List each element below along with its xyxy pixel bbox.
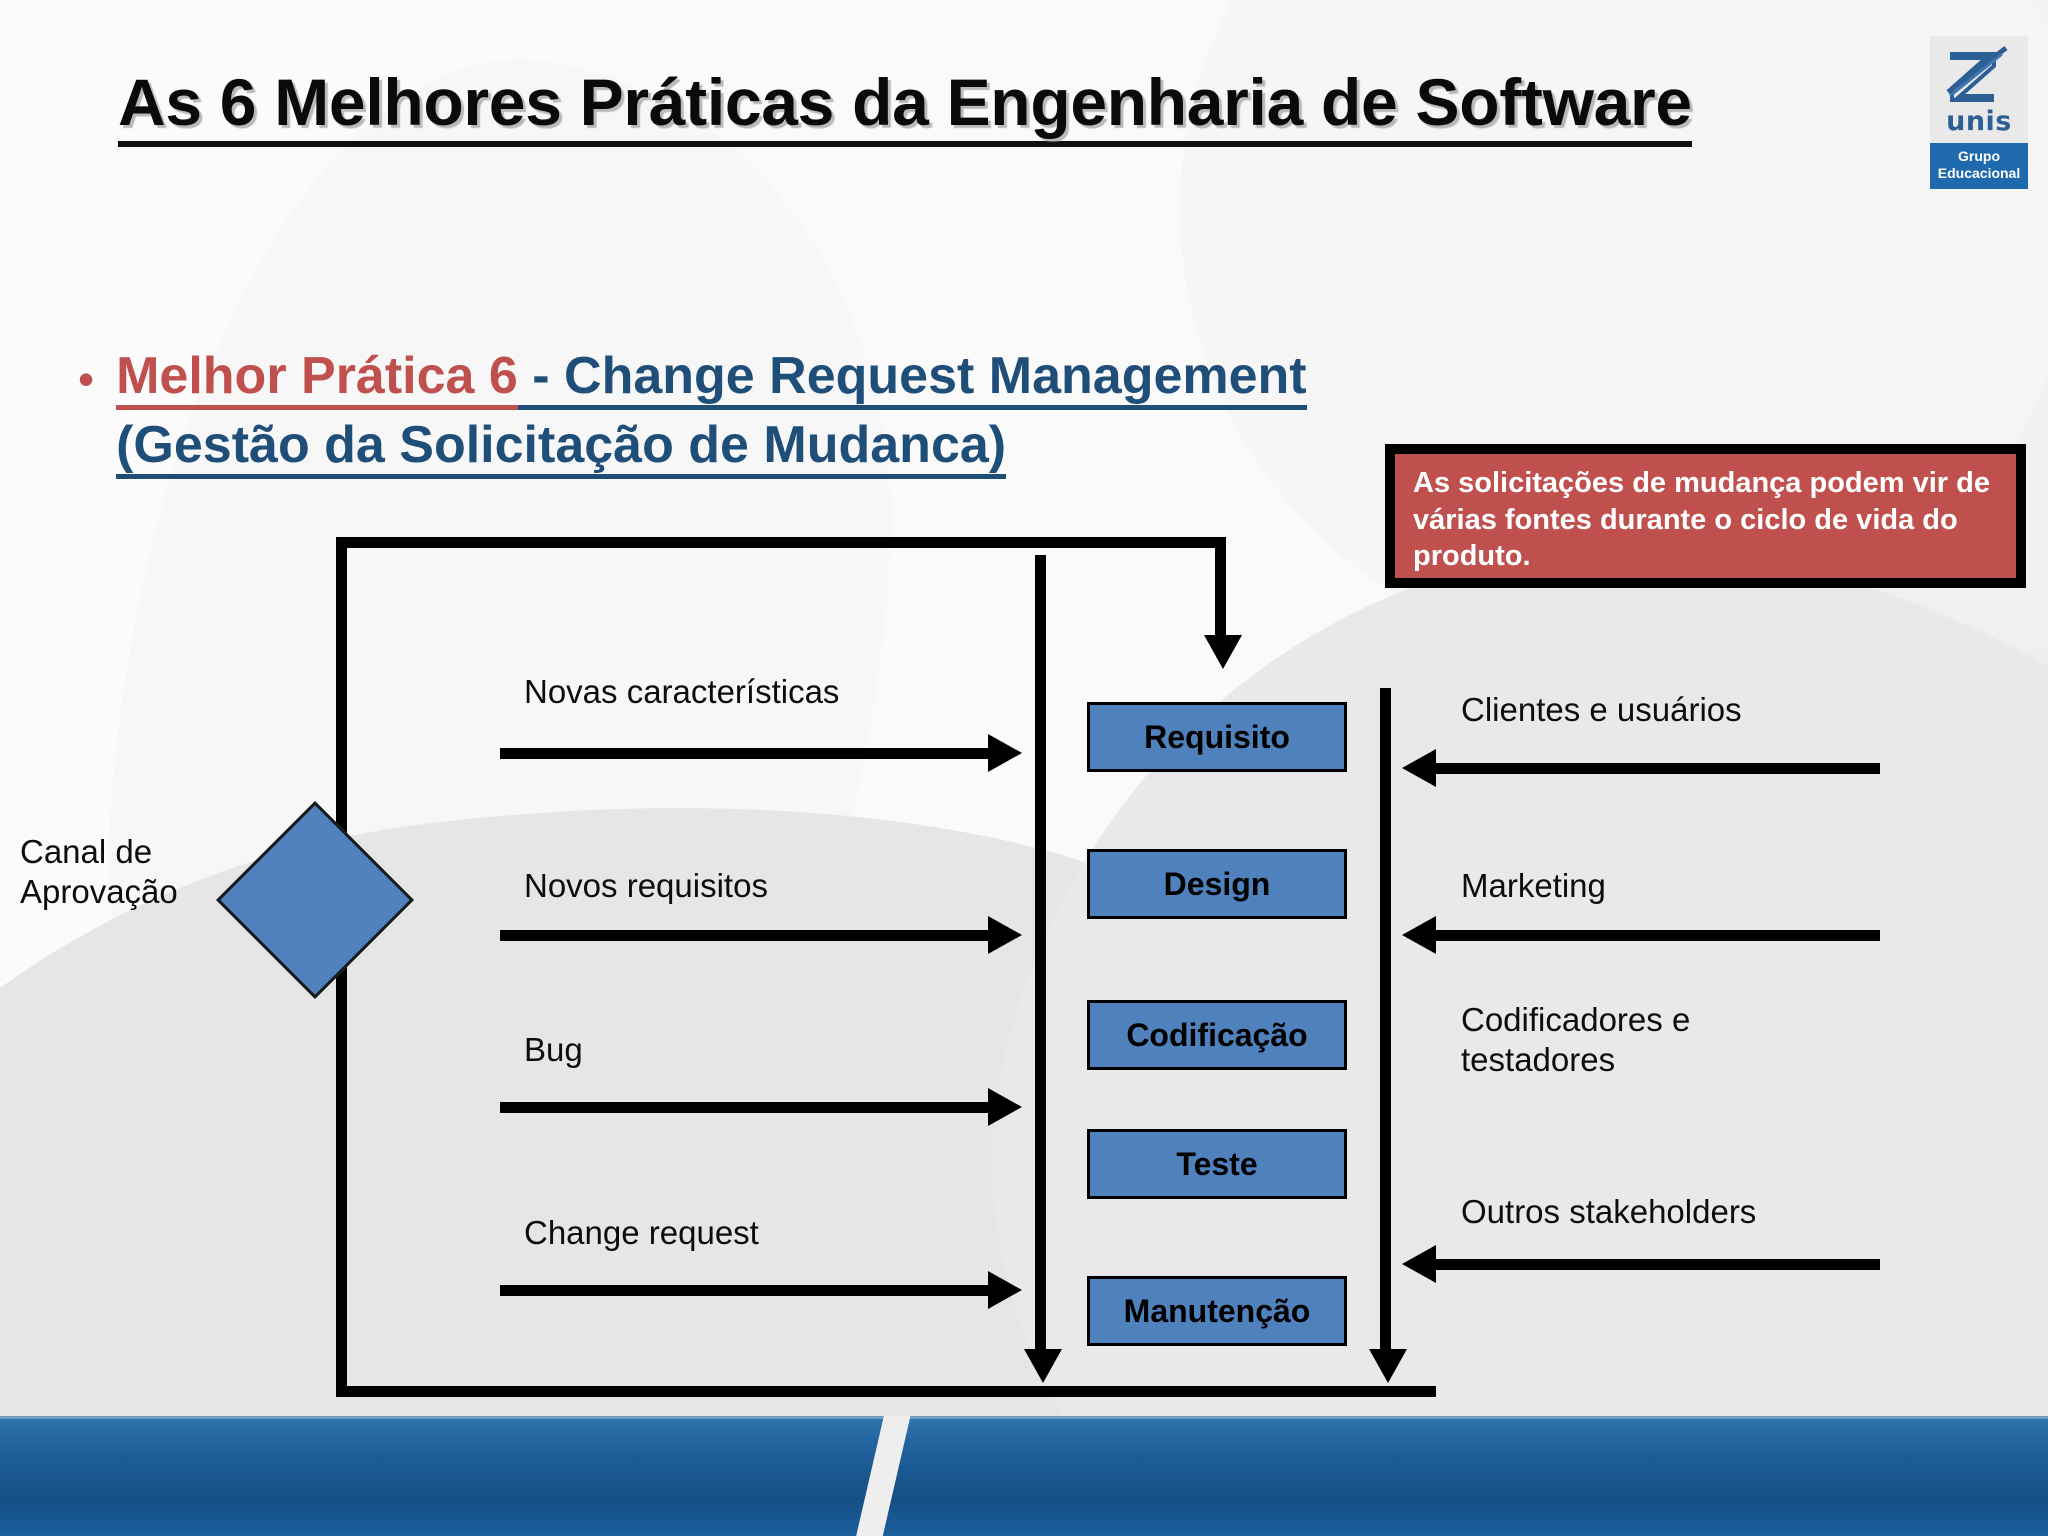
- page-title-text: As 6 Melhores Práticas da Engenharia de …: [118, 65, 1692, 147]
- right-spine-arrowhead: [1369, 1349, 1407, 1383]
- loop-bottom-line: [336, 1386, 1436, 1397]
- bullet-text: Melhor Prática 6 - Change Request Manage…: [116, 342, 1438, 479]
- source-arrow-line-1: [1435, 763, 1880, 774]
- input-arrowhead-4: [988, 1271, 1022, 1309]
- loop-left-lower-line: [336, 965, 347, 1397]
- source-label-clientes-usuarios: Clientes e usuários: [1461, 691, 1742, 728]
- process-box-teste: Teste: [1087, 1129, 1347, 1199]
- requisito-feed-arrowhead: [1204, 635, 1242, 669]
- input-label-novos-requisitos: Novos requisitos: [524, 867, 768, 904]
- unis-logo: unis Grupo Educacional: [1930, 36, 2028, 189]
- source-arrowhead-3: [1402, 1245, 1436, 1283]
- input-label-bug: Bug: [524, 1031, 583, 1068]
- logo-top-panel: unis: [1930, 36, 2028, 143]
- bullet-line: • Melhor Prática 6 - Change Request Mana…: [78, 342, 1438, 479]
- source-arrowhead-1: [1402, 749, 1436, 787]
- bullet-red-part: Melhor Prática 6: [116, 347, 518, 410]
- loop-top-line: [336, 537, 1226, 548]
- input-arrowhead-2: [988, 916, 1022, 954]
- input-arrow-line-3: [500, 1102, 990, 1113]
- input-arrowhead-1: [988, 734, 1022, 772]
- source-arrow-line-3: [1435, 1259, 1880, 1270]
- requisito-feed-line: [1215, 537, 1226, 639]
- source-arrowhead-2: [1402, 916, 1436, 954]
- input-arrowhead-3: [988, 1088, 1022, 1126]
- logo-grupo-text: Grupo: [1958, 147, 2000, 164]
- logo-bottom-band: Grupo Educacional: [1930, 142, 2028, 189]
- approval-channel-label: Canal de Aprovação: [20, 833, 178, 911]
- input-label-novas-caracteristicas: Novas características: [524, 673, 840, 710]
- source-label-outros-stakeholders: Outros stakeholders: [1461, 1193, 1757, 1230]
- input-label-change-request: Change request: [524, 1214, 759, 1251]
- process-box-codificacao: Codificação: [1087, 1000, 1347, 1070]
- unis-mark-icon: [1946, 46, 2008, 102]
- footer-top-edge: [0, 1416, 2048, 1419]
- bullet-marker-icon: •: [78, 353, 95, 405]
- input-arrow-line-2: [500, 930, 990, 941]
- logo-educacional-text: Educacional: [1937, 164, 2021, 181]
- left-spine-line: [1035, 555, 1046, 1353]
- bullet-blue-part: - Change Request Management (Gestão da S…: [116, 347, 1307, 479]
- source-label-codificadores-testadores: Codificadores e testadores: [1461, 1001, 1691, 1079]
- footer-diagonal-slash: [843, 1416, 919, 1536]
- callout-text: As solicitações de mudança podem vir de …: [1413, 467, 1990, 573]
- input-arrow-line-1: [500, 748, 990, 759]
- source-label-marketing: Marketing: [1461, 867, 1606, 904]
- input-arrow-line-4: [500, 1285, 990, 1296]
- slide-footer-bar: [0, 1416, 2048, 1536]
- left-spine-arrowhead: [1024, 1349, 1062, 1383]
- process-box-manutencao: Manutenção: [1087, 1276, 1347, 1346]
- source-arrow-line-2: [1435, 930, 1880, 941]
- process-box-requisito: Requisito: [1087, 702, 1347, 772]
- logo-wordmark: unis: [1946, 106, 2012, 137]
- page-title: As 6 Melhores Práticas da Engenharia de …: [118, 62, 1818, 147]
- right-spine-line: [1380, 688, 1391, 1353]
- loop-left-upper-line: [336, 537, 347, 833]
- callout-box: As solicitações de mudança podem vir de …: [1385, 444, 2026, 588]
- process-box-design: Design: [1087, 849, 1347, 919]
